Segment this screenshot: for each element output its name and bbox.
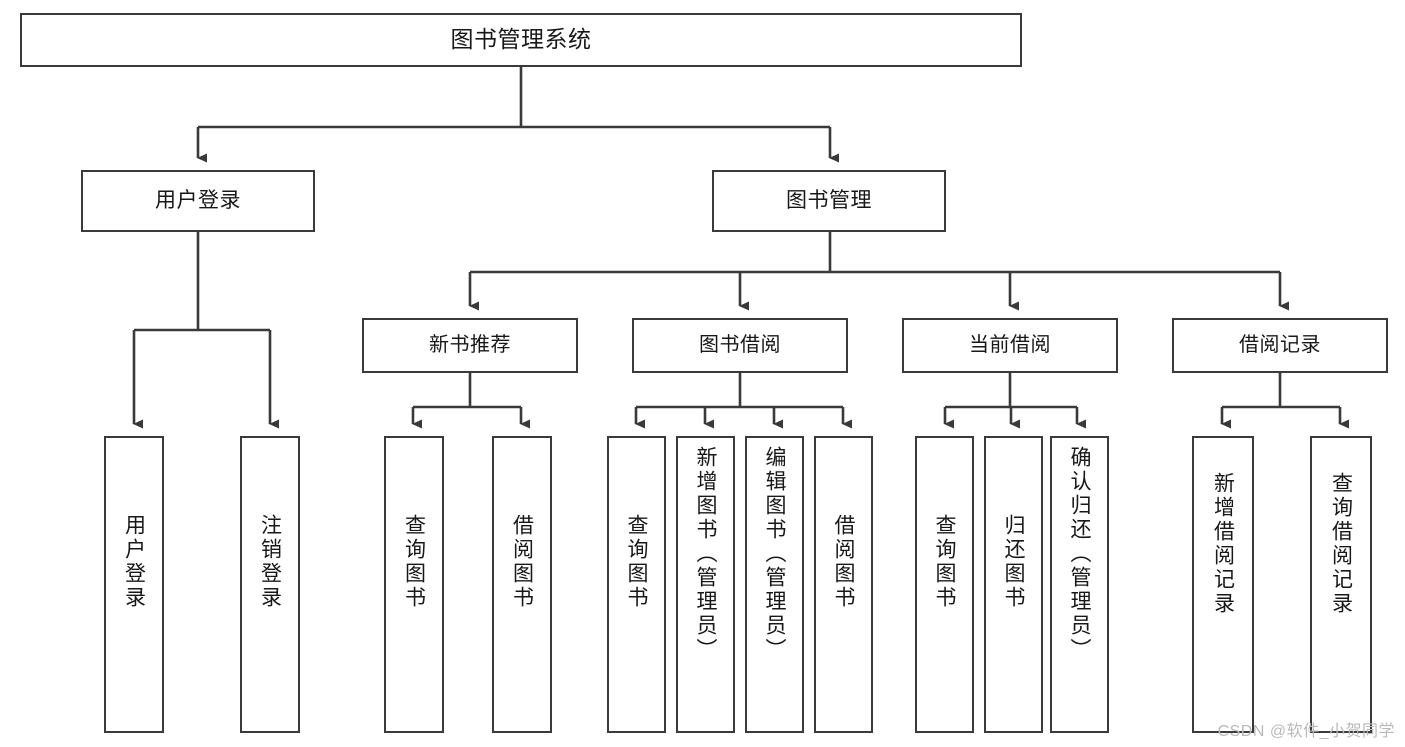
node-root-label: 图书管理系统	[450, 26, 592, 53]
leaf-record-query-label: 查询借阅记录	[1329, 472, 1353, 616]
leaf-new-book-query[interactable]: 查询图书	[384, 436, 444, 733]
leaf-new-book-borrow[interactable]: 借阅图书	[492, 436, 552, 733]
leaf-new-book-query-label: 查询图书	[402, 514, 426, 610]
node-book-management-label: 图书管理	[786, 189, 872, 213]
node-book-management[interactable]: 图书管理	[712, 170, 946, 232]
leaf-new-book-borrow-label: 借阅图书	[510, 514, 534, 610]
leaf-current-confirm-return[interactable]: 确认归还（管理员）	[1050, 436, 1109, 733]
leaf-user-logout-label: 注销登录	[258, 514, 282, 610]
node-current-borrow-label: 当前借阅	[969, 334, 1051, 357]
node-borrow-record[interactable]: 借阅记录	[1172, 318, 1388, 373]
node-new-book-recommend-label: 新书推荐	[429, 334, 511, 357]
leaf-current-return-book[interactable]: 归还图书	[984, 436, 1043, 733]
node-user-login[interactable]: 用户登录	[81, 170, 315, 232]
node-book-borrow[interactable]: 图书借阅	[632, 318, 848, 373]
leaf-borrow-query-book[interactable]: 查询图书	[607, 436, 666, 733]
leaf-borrow-add-book-label: 新增图书（管理员）	[694, 446, 717, 662]
node-current-borrow[interactable]: 当前借阅	[902, 318, 1118, 373]
node-borrow-record-label: 借阅记录	[1239, 334, 1321, 357]
leaf-current-confirm-return-label: 确认归还（管理员）	[1068, 446, 1091, 662]
leaf-record-query[interactable]: 查询借阅记录	[1310, 436, 1372, 733]
leaf-borrow-query-book-label: 查询图书	[625, 514, 648, 610]
leaf-user-login[interactable]: 用户登录	[104, 436, 164, 733]
leaf-current-query-book[interactable]: 查询图书	[915, 436, 974, 733]
watermark: CSDN @软件_小贺同学	[1217, 723, 1395, 740]
leaf-borrow-borrow-book[interactable]: 借阅图书	[814, 436, 873, 733]
node-new-book-recommend[interactable]: 新书推荐	[362, 318, 578, 373]
leaf-borrow-edit-book-label: 编辑图书（管理员）	[763, 446, 786, 662]
node-book-borrow-label: 图书借阅	[699, 334, 781, 357]
leaf-user-logout[interactable]: 注销登录	[240, 436, 300, 733]
leaf-borrow-borrow-book-label: 借阅图书	[832, 514, 855, 610]
leaf-current-return-book-label: 归还图书	[1002, 514, 1025, 610]
leaf-record-add-label: 新增借阅记录	[1211, 472, 1235, 616]
leaf-current-query-book-label: 查询图书	[933, 514, 956, 610]
leaf-borrow-add-book[interactable]: 新增图书（管理员）	[676, 436, 735, 733]
node-root[interactable]: 图书管理系统	[20, 13, 1022, 67]
leaf-user-login-label: 用户登录	[122, 514, 146, 610]
leaf-borrow-edit-book[interactable]: 编辑图书（管理员）	[745, 436, 804, 733]
leaf-record-add[interactable]: 新增借阅记录	[1192, 436, 1254, 733]
node-user-login-label: 用户登录	[155, 189, 241, 213]
